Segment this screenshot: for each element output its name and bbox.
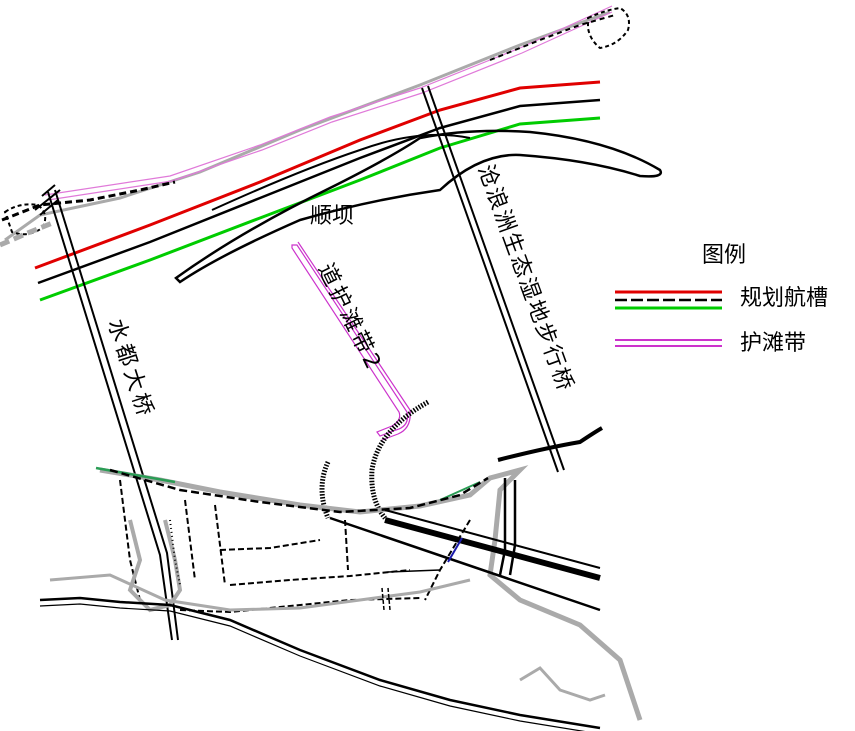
- beach-strip-label: 道护滩带2: [313, 260, 387, 376]
- dam-label: 顺坝: [310, 204, 354, 229]
- main-road-line-2: [384, 509, 601, 569]
- legend-title: 图例: [702, 243, 746, 268]
- training-dike: [174, 129, 663, 284]
- footbridge-landing: [497, 426, 603, 462]
- main-road-band: [384, 517, 601, 581]
- north-bank-pink-line-outer: [44, 5, 613, 196]
- channel-red-line: [34, 80, 601, 270]
- shuidu-bridge-deck-1: [47, 191, 173, 641]
- spur-dike-2: [369, 399, 430, 520]
- legend: 图例 规划航槽 护滩带: [615, 243, 828, 356]
- north-bank-dashed-road-2: [489, 14, 616, 61]
- south-bank-dashed-road-4: [219, 539, 411, 586]
- planned-channel: [34, 80, 601, 302]
- south-bank-dashed-road-3: [184, 499, 226, 586]
- channel-green-line: [39, 116, 601, 302]
- map-labels: 顺坝 水都大桥 道护滩带2 沧浪洲生态湿地步行桥: [102, 162, 578, 423]
- footbridge-deck-1: [421, 87, 559, 473]
- beach-strip-line-2: [297, 241, 411, 441]
- legend-label-beach-protection: 护滩带: [740, 331, 806, 356]
- main-road-blue-segment: [447, 537, 463, 563]
- main-road: [329, 509, 601, 612]
- south-bank-gray-road: [127, 519, 183, 613]
- south-bank: [39, 465, 643, 731]
- canglangzhou-footbridge: [421, 85, 603, 473]
- legend-label-planned-channel: 规划航槽: [740, 286, 828, 311]
- north-bank-dashed-road: [1, 180, 176, 222]
- south-bank-parallel-marks: [381, 587, 391, 611]
- legend-item-beach-protection: 护滩带: [615, 331, 806, 356]
- south-bank-green-edge-right: [439, 481, 481, 501]
- south-bank-lower-road: [39, 596, 601, 730]
- north-bank-gray-dash: [0, 219, 56, 248]
- spur-dikes: [319, 399, 430, 520]
- main-road-thin-line: [387, 569, 441, 573]
- dike-outline: [174, 129, 663, 284]
- shuidu-bridge-deck-2: [54, 189, 179, 641]
- main-road-line-1: [329, 516, 601, 612]
- north-bank-cluster-left: [3, 203, 47, 236]
- south-bank-lower-road-2: [39, 603, 586, 731]
- north-bank-cluster-right: [587, 6, 630, 50]
- shuidu-bridge-pylon: [34, 184, 61, 216]
- north-bank-pink-line-inner: [47, 11, 613, 201]
- south-bank-dashed-road-1: [109, 468, 489, 514]
- spur-dike-1: [319, 460, 331, 519]
- south-bank-gray-lower: [49, 573, 471, 612]
- south-bank-gray-curve: [519, 666, 606, 702]
- shuidu-bridge: [34, 184, 179, 641]
- south-bank-gray-shore: [99, 465, 643, 721]
- legend-item-planned-channel: 规划航槽: [615, 286, 828, 311]
- south-bank-dashed-road-5: [344, 519, 471, 601]
- channel-black-line: [37, 98, 601, 285]
- south-bank-dotted: [169, 519, 181, 586]
- dike-inner-line: [211, 133, 471, 211]
- footbridge-deck-2: [427, 85, 565, 471]
- south-bank-green-edge-left: [95, 466, 176, 484]
